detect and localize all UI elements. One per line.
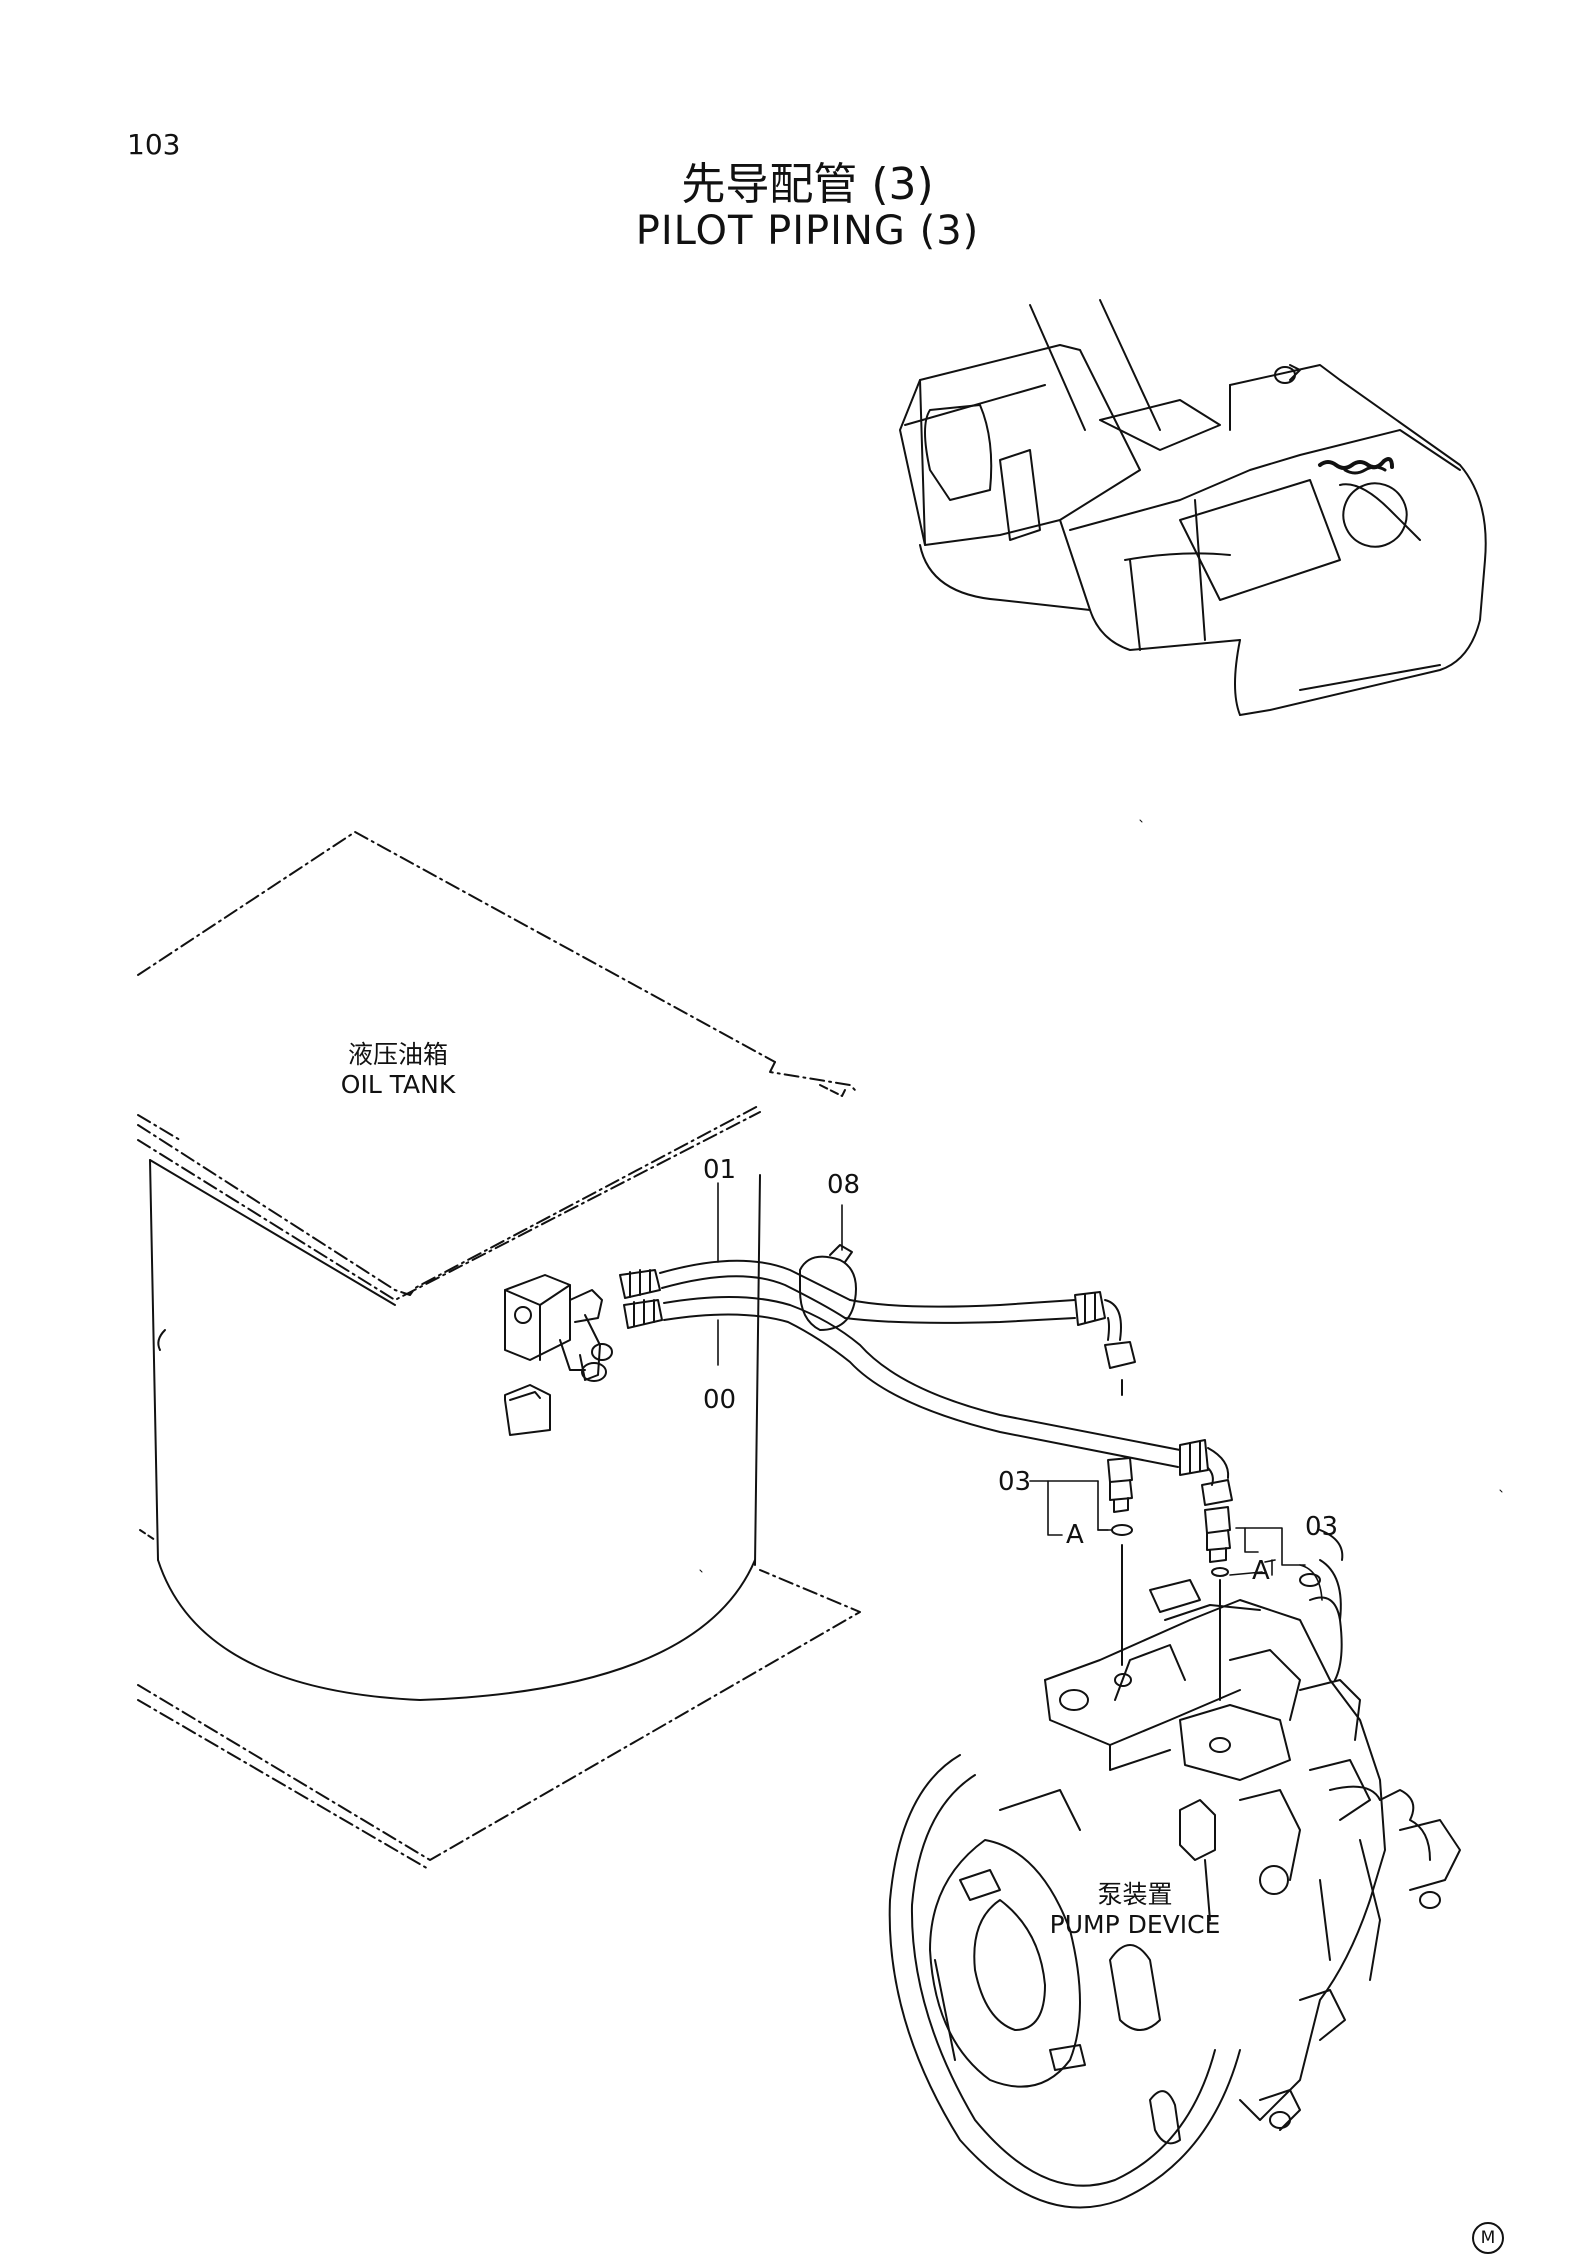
view-a-label-left: A	[1066, 1520, 1084, 1550]
part-number-00: 00	[703, 1385, 737, 1415]
oil-tank-label-cn: 液压油箱	[347, 1040, 448, 1069]
speck-marks	[699, 819, 1503, 1573]
part-number-03-left: 03	[998, 1467, 1032, 1497]
oil-tank-drawing	[137, 831, 861, 1871]
page-number: 103	[127, 128, 181, 161]
pilot-hoses	[619, 1244, 1233, 1506]
part-number-08: 08	[827, 1170, 861, 1200]
maker-mark: M	[1472, 2222, 1504, 2254]
part-number-03-right: 03	[1305, 1512, 1339, 1542]
adapters	[1107, 1457, 1231, 1701]
title-chinese: 先导配管 (3)	[681, 159, 934, 210]
view-a-label-right: A	[1252, 1556, 1270, 1586]
pump-device-label: 泵装置 PUMP DEVICE	[1030, 1880, 1240, 1940]
pump-device-label-cn: 泵装置	[1097, 1880, 1173, 1909]
leader-lines	[717, 1182, 1323, 1601]
oil-tank-label: 液压油箱 OIL TANK	[318, 1040, 478, 1100]
oil-tank-label-en: OIL TANK	[340, 1070, 456, 1099]
part-number-01: 01	[703, 1155, 737, 1185]
title-english: PILOT PIPING (3)	[635, 208, 980, 254]
pump-device-label-en: PUMP DEVICE	[1049, 1910, 1221, 1939]
pump-device-drawing	[888, 1529, 1461, 2209]
excavator-overview	[899, 299, 1487, 716]
